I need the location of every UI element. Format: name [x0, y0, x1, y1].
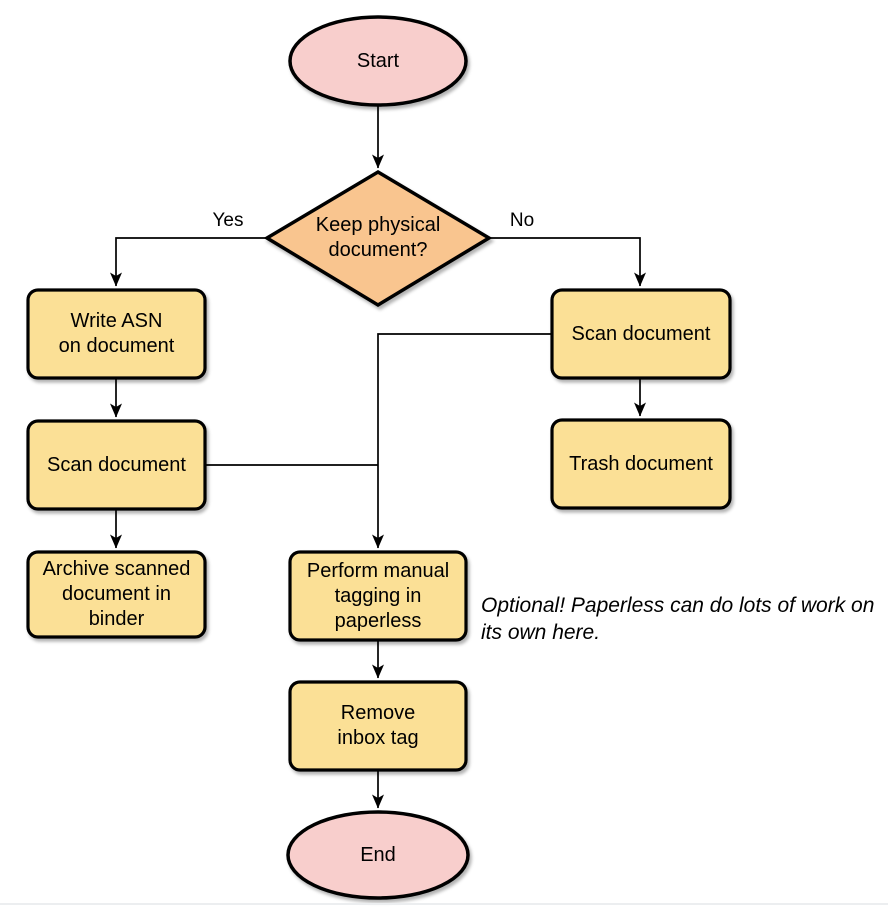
- remove-inbox-node: [288, 680, 468, 772]
- archive-node: [26, 550, 207, 639]
- scan-document-left-node: [26, 419, 207, 511]
- decision-node: [263, 169, 493, 308]
- write-asn-node: [26, 288, 207, 380]
- scan-document-right-node: [550, 288, 732, 380]
- edges: [110, 106, 646, 809]
- trash-node: [550, 418, 732, 510]
- start-node: [288, 15, 468, 107]
- end-node: [286, 810, 470, 900]
- edge-decision-no-to-scan-right: [489, 237, 646, 287]
- edge-scan-right-to-perform-tagging: [372, 333, 552, 549]
- shapes: [26, 15, 732, 900]
- page-bottom-edge: [0, 903, 888, 905]
- perform-tagging-node: [288, 550, 468, 642]
- edge-decision-yes-to-write-asn: [110, 237, 267, 287]
